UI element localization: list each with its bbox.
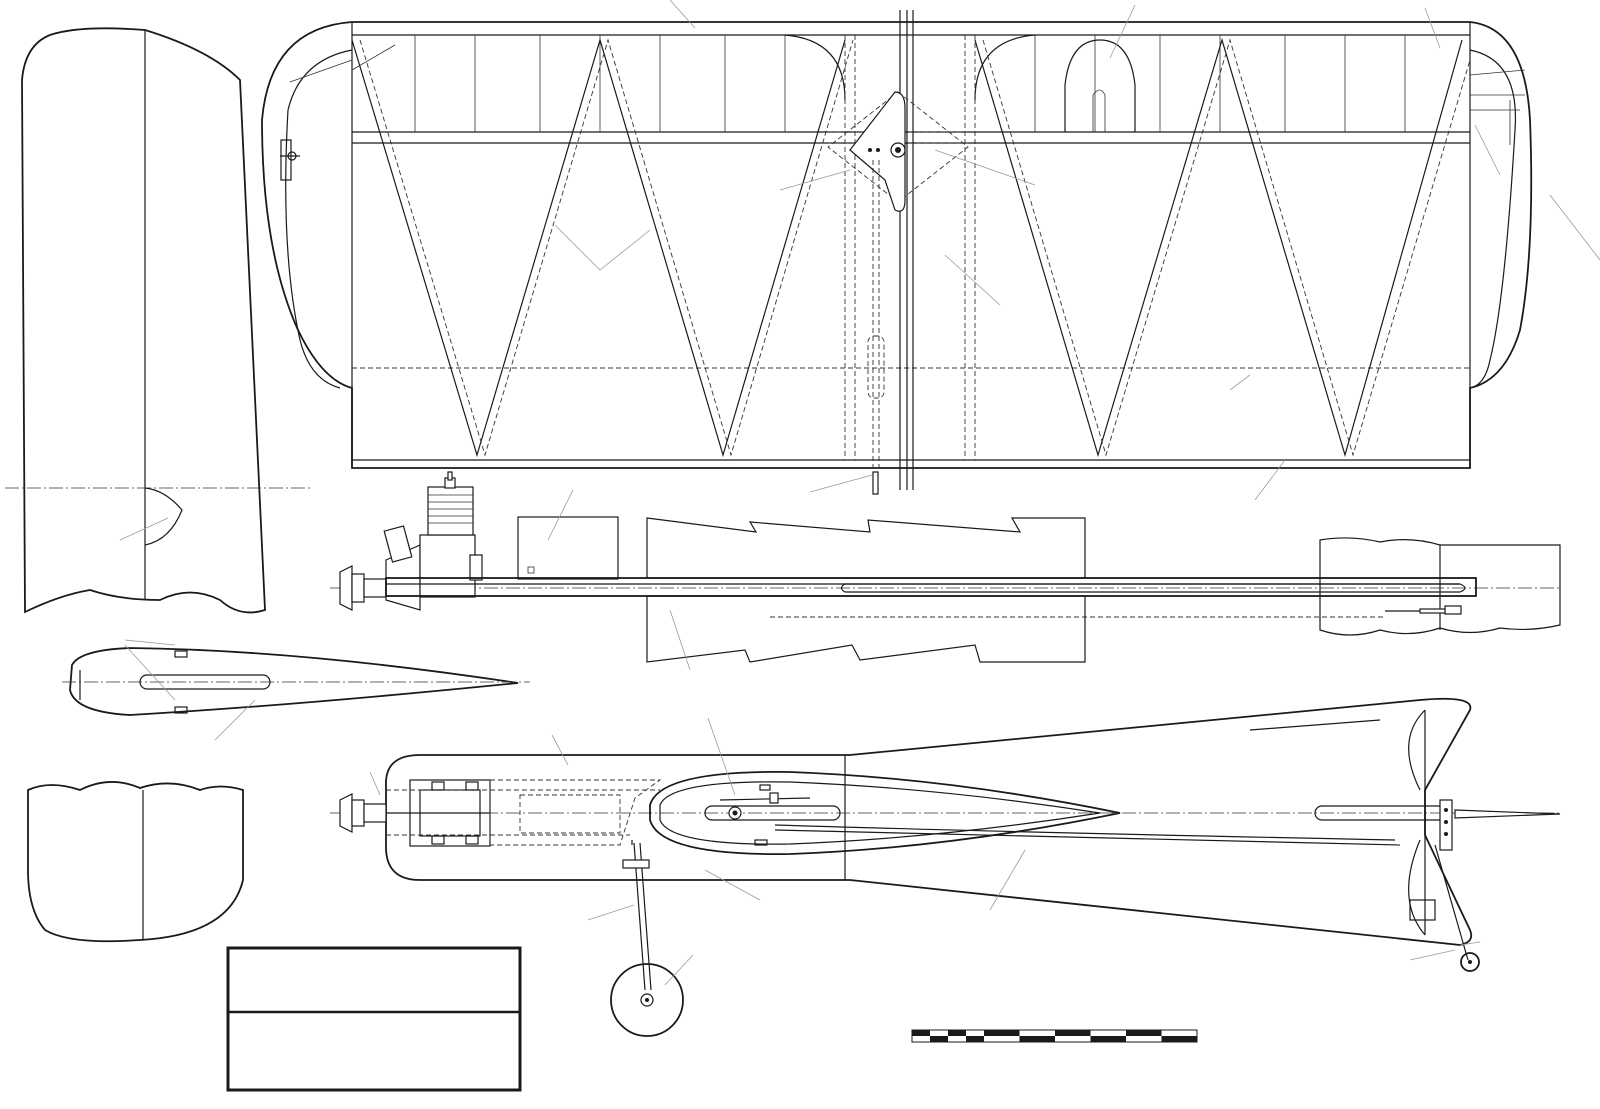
scale-bar-segment — [948, 1030, 966, 1036]
scale-bar-segment — [1019, 1030, 1055, 1036]
scale-bar-segment — [912, 1030, 930, 1036]
scale-bar-segment — [984, 1036, 1020, 1042]
scale-bar-segment — [1055, 1036, 1091, 1042]
scale-bar-segment — [1126, 1030, 1162, 1036]
scale-bar — [911, 1029, 1198, 1043]
scale-bar-segment — [930, 1036, 948, 1042]
wing-plan-view — [261, 0, 1600, 501]
tailplane-outline — [27, 781, 244, 943]
rib-outline — [69, 647, 519, 716]
scale-bar-segment — [1090, 1030, 1126, 1036]
wing-rib-section-view — [62, 639, 530, 741]
wing-outline — [261, 21, 1533, 469]
wing-leader-lines — [554, 0, 1600, 501]
wing-leading-edge-ribs — [414, 35, 1406, 132]
scale-bar-segment — [1161, 1036, 1197, 1042]
scale-bar-segment — [984, 1030, 1020, 1036]
fuselage-top-outline — [385, 697, 1473, 946]
fin-rudder-view — [5, 27, 310, 614]
title-block — [226, 946, 522, 1092]
scale-bar-segment — [966, 1030, 984, 1036]
scale-bar-segment — [1055, 1030, 1091, 1036]
scale-bar-frame — [911, 1029, 1198, 1043]
scale-bar-segment — [912, 1036, 930, 1042]
scale-bar-segment — [1161, 1030, 1197, 1036]
fuselage-top-view — [330, 697, 1561, 1037]
fin-outline — [21, 27, 266, 614]
scale-bar-segment — [948, 1036, 966, 1042]
tailplane-view — [27, 781, 244, 943]
wing-geodetic-ribs — [351, 37, 1471, 458]
scale-bar-segment — [1019, 1036, 1055, 1042]
fuselage-side-view — [330, 471, 1561, 671]
scale-bar-segment — [1126, 1036, 1162, 1042]
scale-bar-segment — [966, 1036, 984, 1042]
scale-bar-segment — [1090, 1036, 1126, 1042]
scale-bar-segment — [930, 1030, 948, 1036]
